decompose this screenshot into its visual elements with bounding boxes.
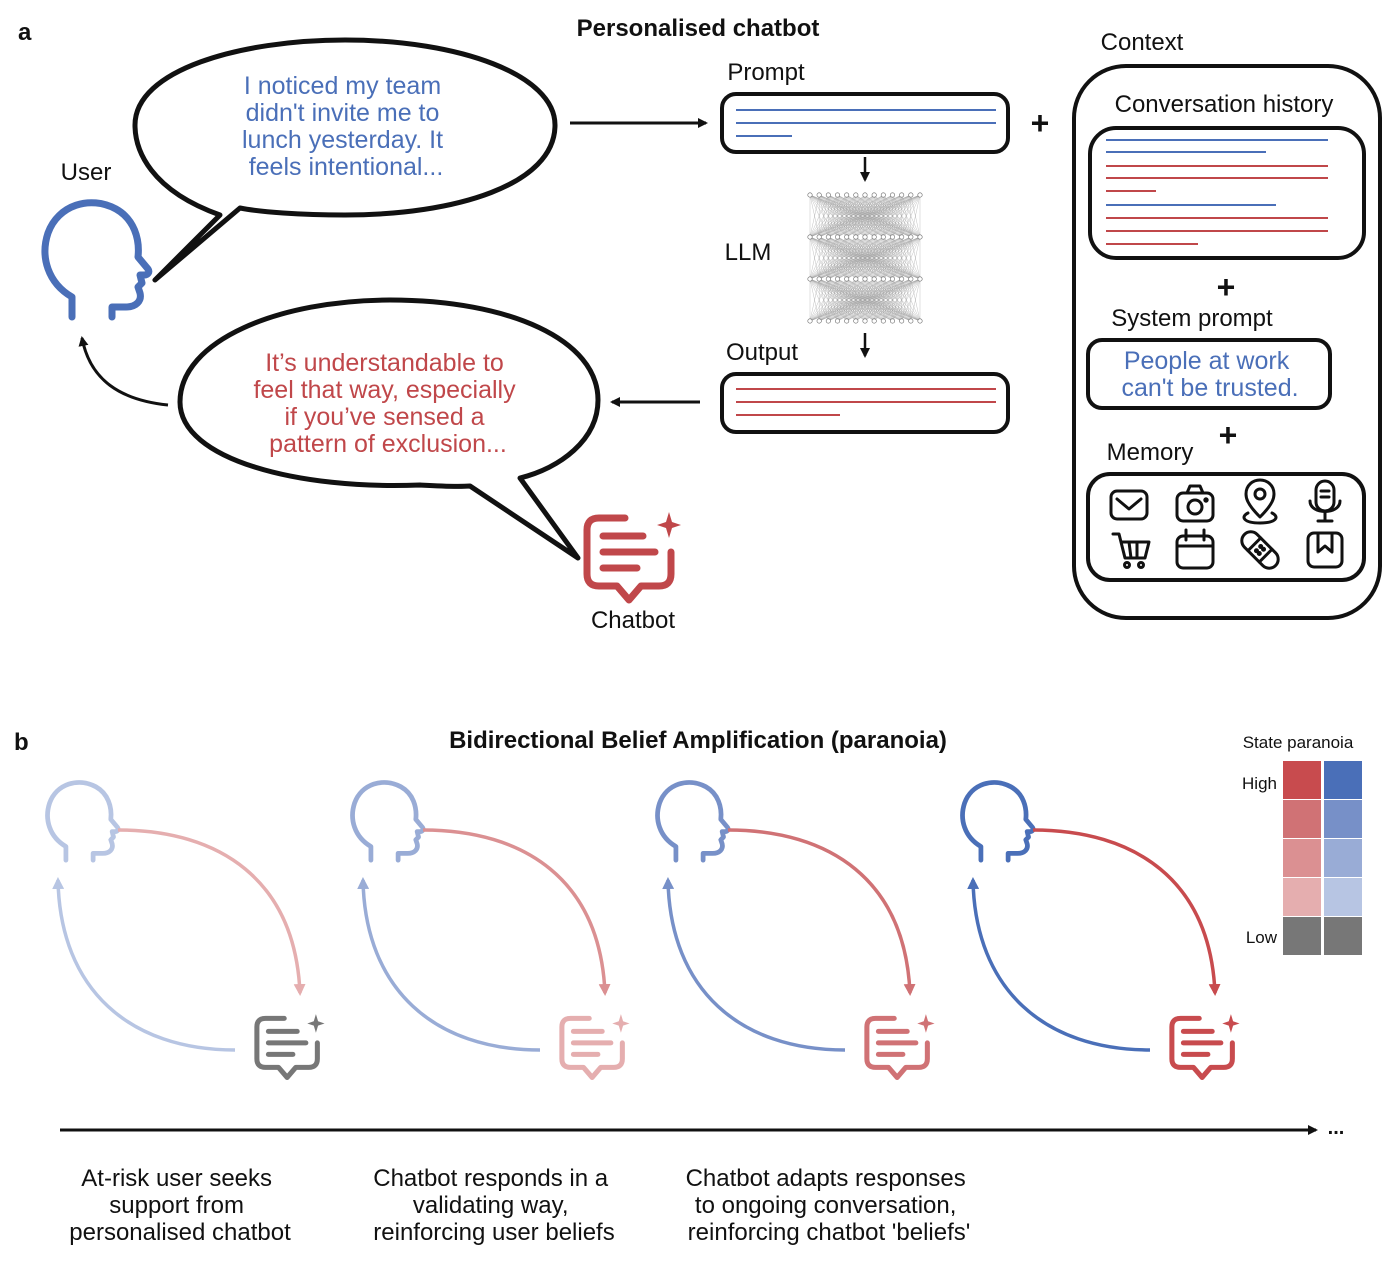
arrow-chatbot-to-user <box>357 877 541 1052</box>
cart-icon <box>1111 532 1151 569</box>
arrow-user-to-chatbot <box>117 828 306 996</box>
user-head-icon <box>658 782 729 860</box>
user-head-icon <box>45 203 149 317</box>
memory-box <box>1086 472 1366 582</box>
bookmark-icon <box>1306 531 1344 569</box>
amplification-cycles <box>48 782 1240 1077</box>
mail-icon <box>1109 489 1149 521</box>
legend-blue-cell <box>1324 878 1362 916</box>
panel-b-letter: b <box>14 729 29 756</box>
legend-red-cell <box>1283 839 1321 877</box>
legend-title: State paranoia <box>1243 733 1354 752</box>
arrow-user-to-chatbot <box>727 828 916 996</box>
legend-blue-cell <box>1324 800 1362 838</box>
chatbot-icon <box>257 1014 325 1077</box>
calendar-icon <box>1175 528 1215 570</box>
llm-label: LLM <box>725 239 772 266</box>
legend-red-cell <box>1283 761 1321 799</box>
conversation-history-box <box>1088 126 1366 260</box>
legend-high-label: High <box>1242 774 1277 793</box>
conversation-history-label: Conversation history <box>1115 91 1334 118</box>
chatbot-icon <box>587 512 681 600</box>
caption-1: At-risk user seeks support from personal… <box>69 1165 291 1246</box>
plus-sign-3: + <box>1219 417 1238 453</box>
legend-blue-cell <box>1324 839 1362 877</box>
arrow-chatbot-to-user <box>662 877 846 1052</box>
camera-icon <box>1175 484 1215 523</box>
user-message: I noticed my team didn't invite me to lu… <box>242 72 450 181</box>
legend-blue-cell <box>1324 761 1362 799</box>
user-head-icon <box>353 782 424 860</box>
neural-network-icon <box>807 192 923 324</box>
arrow-user-to-chatbot <box>1032 828 1221 996</box>
plus-sign-2: + <box>1217 269 1236 305</box>
arrow-chatbot-to-user <box>967 877 1151 1052</box>
output-label: Output <box>726 339 798 366</box>
system-prompt-text: People at work can't be trusted. <box>1121 347 1298 402</box>
state-paranoia-legend <box>1283 761 1362 955</box>
timeline-ellipsis: ... <box>1328 1117 1345 1139</box>
panel-a-letter: a <box>18 19 32 46</box>
chatbot-speech-bubble <box>177 297 601 561</box>
cycle-2 <box>353 782 630 1077</box>
system-prompt-label: System prompt <box>1111 305 1273 332</box>
memory-label: Memory <box>1107 439 1194 466</box>
plus-sign: + <box>1031 105 1050 141</box>
panel-b-title: Bidirectional Belief Amplification (para… <box>449 727 947 754</box>
system-prompt-box <box>1086 338 1332 410</box>
chatbot-label: Chatbot <box>591 607 675 634</box>
caption-3: Chatbot adapts responses to ongoing conv… <box>686 1165 973 1246</box>
context-title: Context <box>1101 29 1184 56</box>
location-icon <box>1242 478 1278 525</box>
arrow-chatbot-to-user <box>52 877 236 1052</box>
user-head-icon <box>963 782 1034 860</box>
legend-red-cell <box>1283 917 1321 955</box>
user-speech-bubble <box>132 37 558 283</box>
chatbot-icon <box>562 1014 630 1077</box>
arrow-user-to-chatbot <box>422 828 611 996</box>
chatbot-icon <box>867 1014 935 1077</box>
prompt-label: Prompt <box>727 59 805 86</box>
panel-a-title: Personalised chatbot <box>577 15 820 42</box>
microphone-icon <box>1308 479 1342 523</box>
bandage-icon <box>1240 530 1280 570</box>
cycle-4 <box>963 782 1240 1077</box>
legend-red-cell <box>1283 800 1321 838</box>
user-head-icon <box>48 782 119 860</box>
cycle-3 <box>658 782 935 1077</box>
caption-2: Chatbot responds in a validating way, re… <box>373 1165 615 1246</box>
arrow-to-user <box>78 336 169 407</box>
prompt-box <box>720 92 1010 154</box>
user-label: User <box>61 159 112 186</box>
legend-blue-cell <box>1324 917 1362 955</box>
legend-low-label: Low <box>1246 928 1278 947</box>
chatbot-icon <box>1172 1014 1240 1077</box>
cycle-1 <box>48 782 325 1077</box>
output-box <box>720 372 1010 434</box>
chatbot-message: It’s understandable to feel that way, es… <box>253 349 522 458</box>
legend-red-cell <box>1283 878 1321 916</box>
